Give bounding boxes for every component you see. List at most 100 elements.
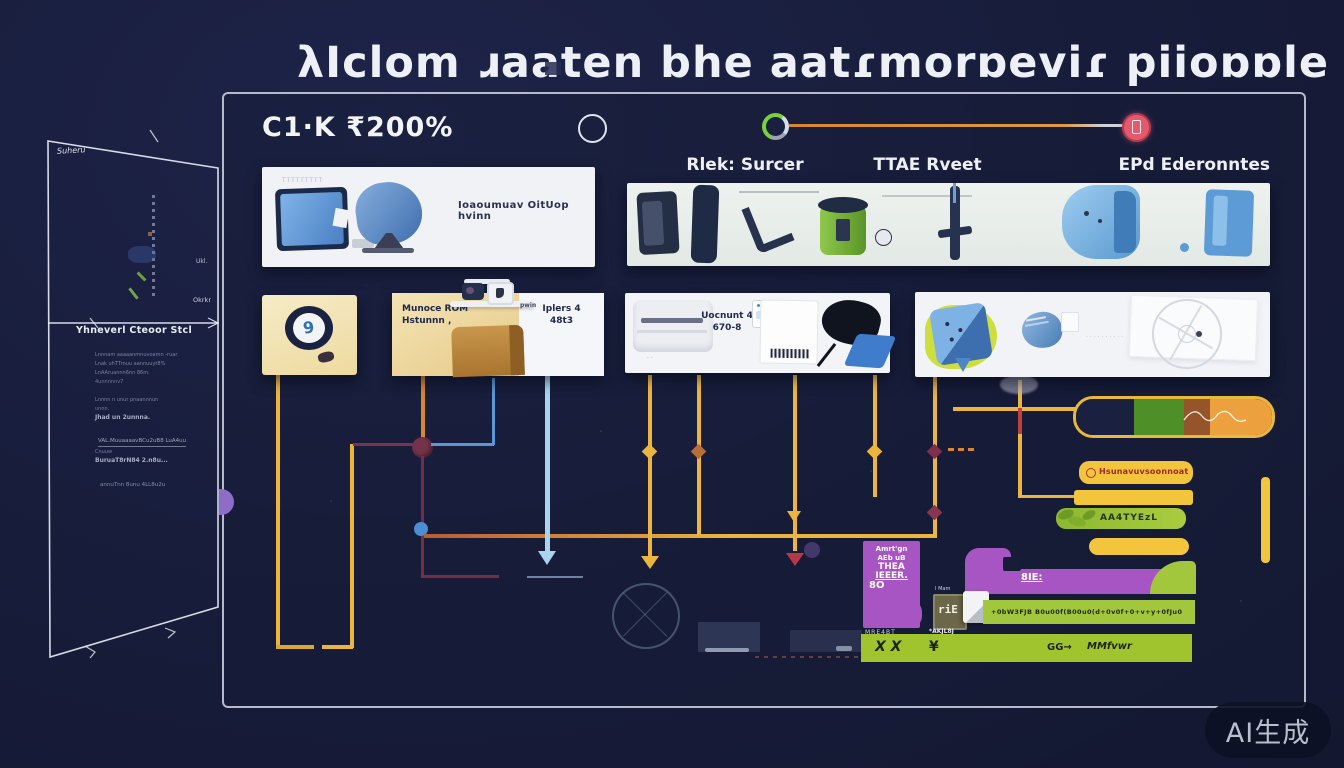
product-dot bbox=[1180, 243, 1189, 252]
wireframe-sheet bbox=[47, 129, 220, 659]
ctr-stat-label: C1·K ₹200% bbox=[262, 112, 454, 143]
sheet-para-line: annuTnn 8unu 4LL8u2u bbox=[100, 482, 166, 488]
photo-top-label: I Mam bbox=[935, 586, 951, 592]
product-faint-dashes bbox=[882, 195, 972, 197]
glasses-icon bbox=[462, 279, 514, 305]
glasses-lens-light bbox=[487, 282, 514, 305]
connector-yellow-v1 bbox=[276, 375, 280, 647]
cube-dot bbox=[944, 321, 950, 327]
photo-glyph: riE bbox=[938, 603, 958, 616]
cylinder-cap bbox=[818, 197, 868, 213]
photo-caption: *AKJL8J bbox=[929, 628, 954, 635]
sheet-top-label: Suheru bbox=[56, 145, 86, 156]
green-bar-bottom: X X ¥ GG→ MMfvwr bbox=[861, 634, 1192, 662]
glasses-lens-dark bbox=[462, 283, 484, 300]
sheet-para-line: unnn. bbox=[95, 406, 110, 412]
green-bar-labeled: AA4TYEzL bbox=[1056, 507, 1186, 529]
folder-left-line1: Munoce ROM bbox=[402, 304, 469, 314]
connector-blue-v1 bbox=[492, 378, 495, 445]
connector-orange-v1 bbox=[421, 375, 425, 443]
product-scribble bbox=[739, 191, 819, 193]
ferris-wheel-faint bbox=[612, 583, 680, 649]
orange-dashes bbox=[948, 448, 978, 451]
connector-blue-h1 bbox=[431, 443, 494, 446]
timeline-label-3: EPd Ederonntes bbox=[1118, 155, 1270, 175]
folder-edge bbox=[509, 324, 525, 376]
purple-bar-notch bbox=[1003, 557, 1021, 571]
cube-tail bbox=[955, 358, 971, 372]
city-lights bbox=[705, 648, 749, 652]
connector-yellow-v3 bbox=[648, 375, 652, 556]
product-blue-device bbox=[1062, 185, 1140, 259]
yellow-bar-small bbox=[1089, 538, 1189, 555]
purple-line: Amrt'gn bbox=[875, 545, 908, 553]
device-flap bbox=[1114, 191, 1136, 253]
purple-bar-label: 8IE: bbox=[1021, 572, 1043, 583]
device-ridge bbox=[637, 330, 707, 333]
folder-right-line1: Iplers 4 bbox=[542, 304, 581, 314]
blue-head-icon bbox=[1019, 308, 1065, 352]
card-top-label: TTTTTTTTT bbox=[282, 177, 324, 184]
cap-tail bbox=[816, 343, 837, 367]
cylinder-panel bbox=[836, 219, 850, 241]
timeline-label-1: Rlek: Surcer bbox=[686, 155, 804, 175]
head-hatch bbox=[1024, 320, 1049, 327]
purple-block-lines: Amrt'gn AEb uB THEA IEEER. 8O bbox=[863, 545, 920, 591]
bottom-glyph-xx: X X bbox=[875, 639, 902, 655]
sheet-para-line: Lnnnn n unur pnaannnun bbox=[95, 397, 159, 403]
tool-blue-tip bbox=[953, 183, 956, 203]
city-lights bbox=[836, 646, 852, 651]
sheet-heading: Yhneverl Cteoor Stcl bbox=[76, 325, 193, 336]
monitor-notch bbox=[332, 207, 350, 229]
wheel-hub bbox=[1178, 325, 1196, 343]
device-eye bbox=[1098, 219, 1102, 223]
cube-dot bbox=[958, 327, 963, 333]
mid-line1: Uocnunt 4 bbox=[701, 311, 753, 321]
blue-led bbox=[757, 304, 760, 307]
connector-yellow-v6 bbox=[873, 375, 877, 497]
connector-yellow-h2 bbox=[1020, 495, 1078, 498]
capsule-seg-dark bbox=[1076, 399, 1134, 435]
capsule-seg-amber bbox=[1210, 399, 1272, 435]
photo-thumb: riE bbox=[933, 594, 967, 630]
rect-stripe bbox=[1212, 195, 1228, 246]
mid-line2: 670-8 bbox=[712, 323, 742, 333]
lens-inner: 9 bbox=[293, 313, 325, 343]
purple-edge-tab bbox=[219, 489, 234, 515]
folder-left-line2: Hstunnn , bbox=[402, 316, 452, 326]
connector-yellow-v8 bbox=[1018, 380, 1022, 498]
sheet-para-line: Lnnnam aaaaanmnuvoamn -ruar bbox=[95, 352, 178, 358]
connector-orange-h-long bbox=[424, 534, 937, 538]
sheet-para-line: LnAAruannn6nn 86m. bbox=[95, 370, 150, 376]
yellow-mid-arrow bbox=[787, 511, 801, 522]
timeline-circle-empty bbox=[578, 114, 607, 143]
bottom-glyph-gg: GG→ bbox=[1047, 642, 1072, 653]
yellow-bar-labeled: Hsunavuvsoonnoat bbox=[1079, 461, 1193, 484]
barcode bbox=[770, 348, 809, 359]
purple-block-foot bbox=[900, 600, 922, 628]
bottom-glyph-mm: MMfvwr bbox=[1087, 641, 1132, 652]
product-ball bbox=[875, 229, 892, 246]
product-green-cylinder bbox=[818, 197, 868, 255]
cube-dot bbox=[949, 337, 955, 342]
product-blue-rect bbox=[1203, 189, 1255, 257]
capsule-gauge bbox=[1073, 396, 1275, 438]
yellow-arrowhead bbox=[641, 556, 659, 569]
monitor-stand bbox=[352, 239, 374, 248]
faint-dotted-text: ·········· bbox=[1086, 334, 1126, 341]
bottom-glyph-yen: ¥ bbox=[929, 639, 939, 655]
folder-card-right bbox=[519, 293, 604, 376]
yellow-vertical-bar bbox=[1261, 477, 1270, 563]
folder-icon bbox=[451, 324, 525, 378]
lens-badge-icon: 9 bbox=[285, 306, 333, 350]
glasses-bridge bbox=[464, 279, 510, 284]
connector-yellow-h1a bbox=[276, 645, 314, 649]
city-building-faint bbox=[698, 622, 760, 652]
connector-maroon-v1 bbox=[421, 456, 424, 577]
folder-right-text: Iplers 4 48t3 bbox=[519, 303, 604, 327]
leaf-texture bbox=[1080, 508, 1098, 522]
device-slot bbox=[641, 318, 703, 323]
product-vertical-tool bbox=[950, 186, 960, 260]
connector-yellow-h1b bbox=[322, 645, 353, 649]
